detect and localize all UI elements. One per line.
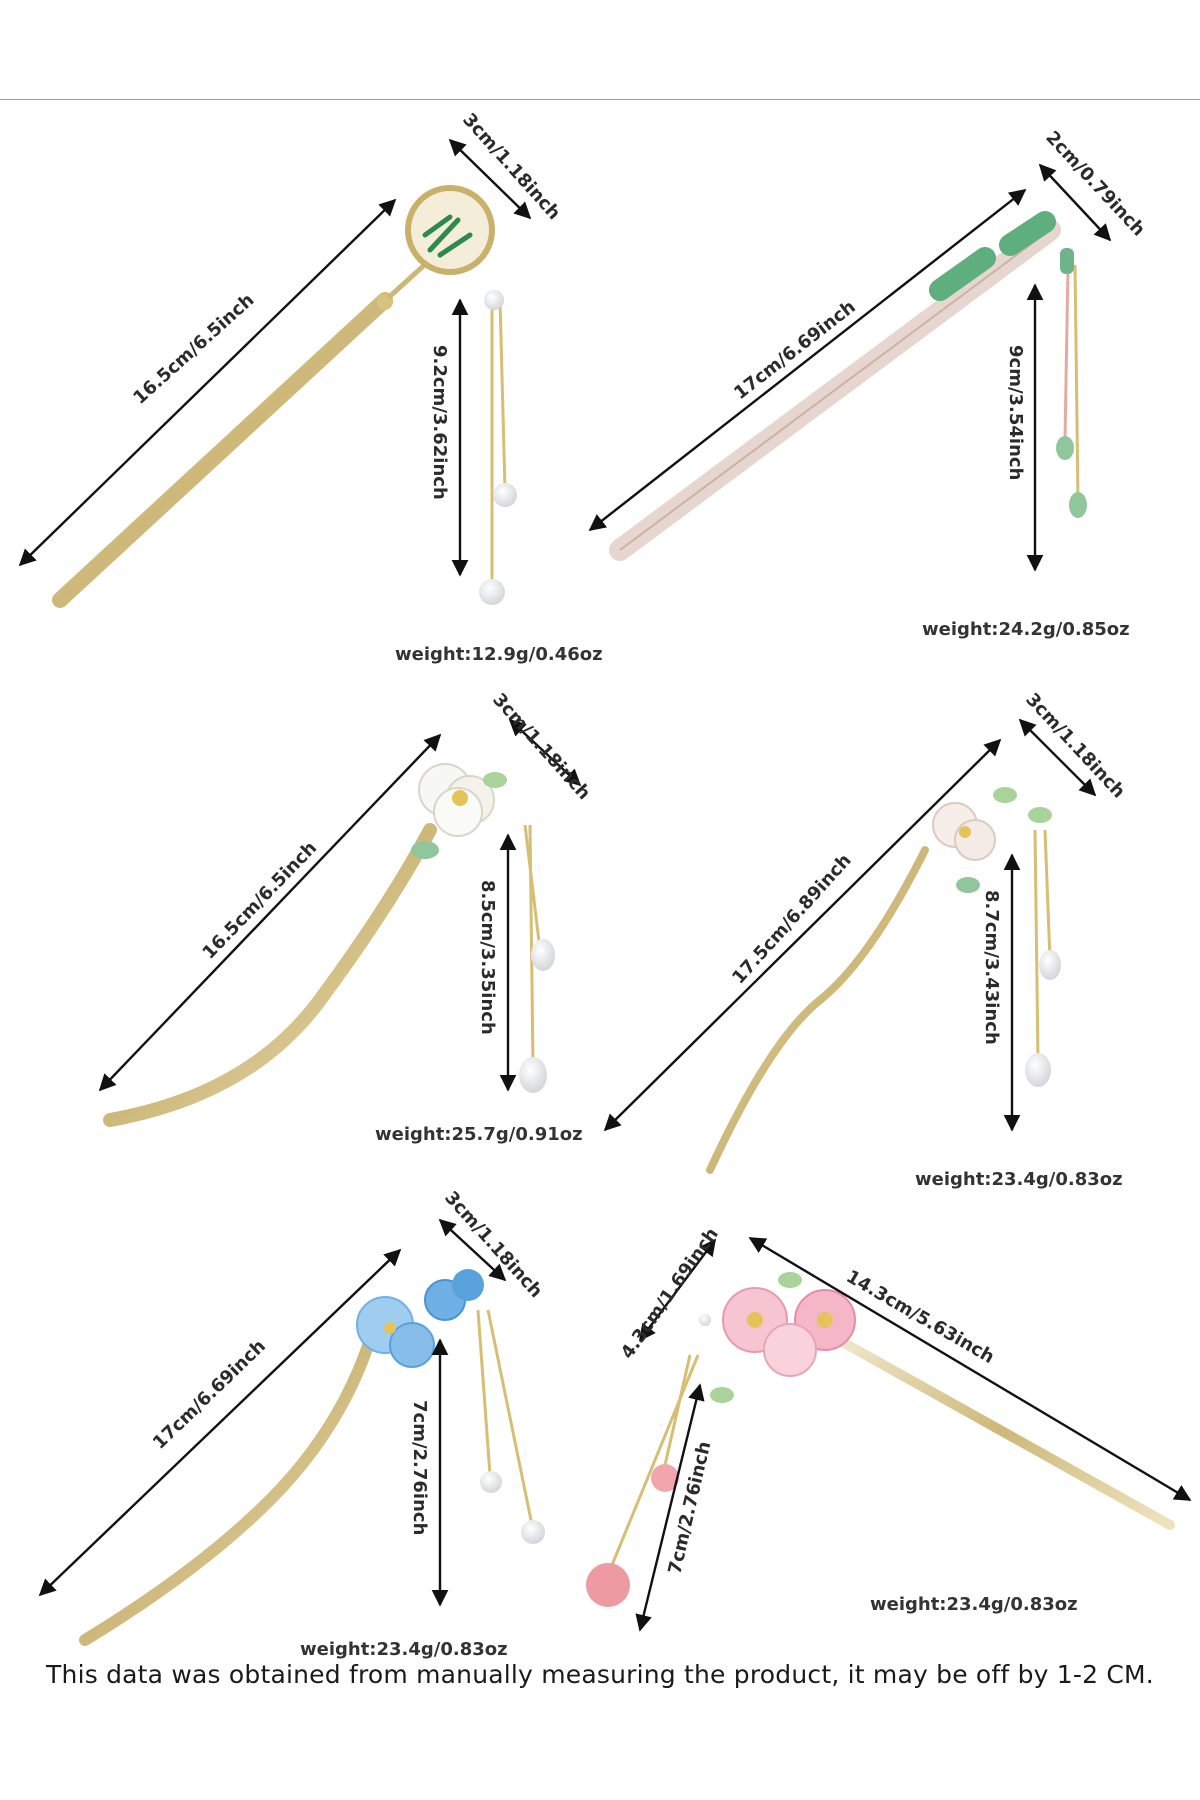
hairpin-6-tassel-arrow (635, 1383, 705, 1632)
hairpin-1-stick (52, 292, 393, 608)
hairpin-6-weight: weight:23.4g/0.83oz (870, 1594, 1078, 1615)
hairpin-3-length-label: 16.5cm/6.5inch (198, 838, 321, 964)
hairpin-6: 14.3cm/5.63inch 4.3cm/1.69inch 7cm/2.76i… (586, 1224, 1192, 1632)
hairpin-2-head-arrow (1038, 163, 1112, 242)
hairpin-6-flowers (699, 1272, 856, 1403)
hairpin-4-length-arrow (603, 738, 1002, 1132)
hairpin-1-head-arrow (448, 138, 532, 220)
hairpin-2-tassel (1056, 248, 1087, 518)
hairpin-5-tassel-label: 7cm/2.76inch (409, 1400, 430, 1535)
hairpin-3-weight: weight:25.7g/0.91oz (375, 1124, 583, 1145)
hairpin-3-head-label: 3cm/1.18inch (488, 689, 594, 804)
hairpin-3: 16.5cm/6.5inch 3cm/1.18inch 8.5cm/3.35in… (98, 689, 594, 1145)
hairpin-5-weight: weight:23.4g/0.83oz (300, 1639, 508, 1660)
measurement-disclaimer: This data was obtained from manually mea… (46, 1660, 1154, 1689)
hairpin-4-tassel (1025, 829, 1061, 1087)
hairpin-1-bamboo-charm (405, 185, 495, 275)
hairpin-4-length-label: 17.5cm/6.89inch (728, 850, 856, 988)
hairpin-1: 16.5cm/6.5inch 3cm/1.18inch 9.2cm/3.62in… (18, 109, 603, 665)
hairpin-4: 17.5cm/6.89inch 3cm/1.18inch 8.7cm/3.43i… (603, 689, 1129, 1190)
hairpin-3-length-arrow (98, 733, 442, 1092)
hairpin-4-weight: weight:23.4g/0.83oz (915, 1169, 1123, 1190)
hairpin-5-flower (356, 1269, 484, 1368)
top-divider-line (0, 99, 1200, 100)
hairpin-4-head-label: 3cm/1.18inch (1021, 689, 1129, 802)
hairpin-4-tassel-label: 8.7cm/3.43inch (981, 890, 1002, 1045)
hairpin-3-head-arrow (508, 718, 582, 787)
hairpin-2-weight: weight:24.2g/0.85oz (922, 619, 1130, 640)
hairpin-5-tassel (476, 1309, 545, 1544)
hairpin-6-tassel-label: 7cm/2.76inch (664, 1439, 715, 1576)
hairpin-1-weight: weight:12.9g/0.46oz (395, 644, 603, 665)
hairpin-5: 17cm/6.69inch 3cm/1.18inch 7cm/2.76inch … (38, 1187, 546, 1660)
hairpin-5-head-arrow (438, 1218, 507, 1282)
hairpin-5-length-arrow (38, 1248, 402, 1597)
hairpin-4-head-arrow (1018, 718, 1097, 797)
hairpin-1-length-label: 16.5cm/6.5inch (129, 290, 258, 409)
hairpin-1-length-arrow (18, 198, 397, 567)
hairpin-5-length-label: 17cm/6.69inch (149, 1336, 270, 1454)
hairpin-3-tassel (519, 824, 555, 1093)
hairpin-1-tassel (479, 290, 517, 605)
hairpin-3-flower (411, 763, 507, 859)
hairpin-6-length-arrow (748, 1236, 1192, 1502)
hairpin-2-tassel-label: 9cm/3.54inch (1005, 345, 1026, 480)
hairpin-2: 17cm/6.69inch 2cm/0.79inch 9cm/3.54inch … (588, 127, 1149, 640)
hairpin-1-tassel-label: 9.2cm/3.62inch (429, 345, 450, 500)
hairpin-2-length-arrow (588, 188, 1027, 532)
hairpin-6-stick (825, 1330, 1175, 1530)
hairpin-6-head-arrow (638, 1238, 717, 1342)
hairpin-6-head-label: 4.3cm/1.69inch (617, 1224, 723, 1363)
hairpin-3-tassel-label: 8.5cm/3.35inch (477, 880, 498, 1035)
